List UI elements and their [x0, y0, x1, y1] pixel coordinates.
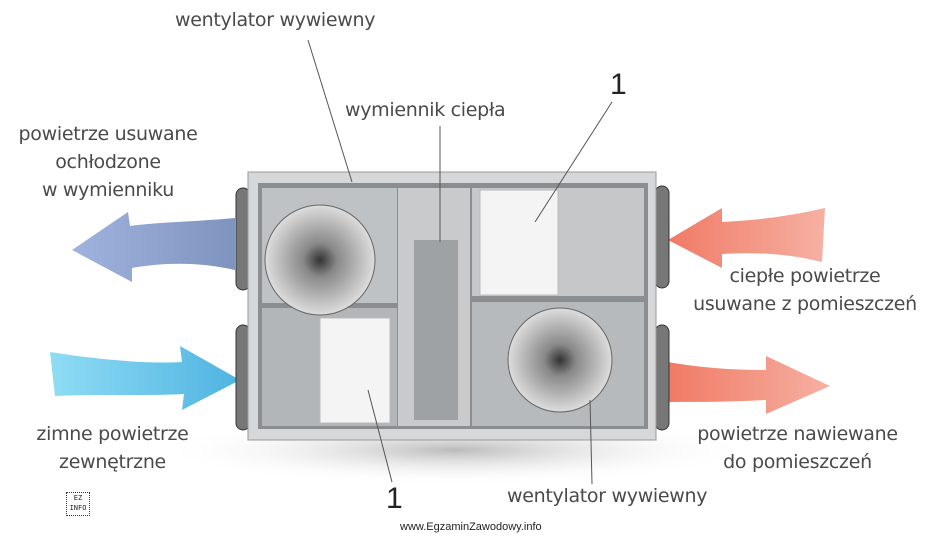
label-cold-in: zimne powietrze zewnętrzne — [15, 420, 210, 476]
filter-bottom — [319, 317, 391, 424]
label-line: usuwane z pomieszczeń — [693, 293, 917, 315]
label-warm-in: ciepłe powietrze usuwane z pomieszczeń — [680, 262, 930, 318]
fan-bottom — [507, 307, 613, 413]
label-line: do pomieszczeń — [723, 451, 872, 473]
ez-info-logo: EZ INFO — [66, 492, 90, 516]
label-fan-bottom: wentylator wywiewny — [507, 485, 708, 507]
filter-top — [479, 189, 559, 296]
label-number-top: 1 — [610, 68, 627, 101]
label-number-bottom: 1 — [386, 482, 403, 515]
label-exhaust-out: powietrze usuwane ochłodzone w wymiennik… — [8, 120, 208, 204]
label-line: powietrze nawiewane — [697, 423, 898, 445]
warm-air-arrow — [668, 208, 825, 268]
label-line: ciepłe powietrze — [729, 265, 881, 287]
label-line: zimne powietrze — [36, 423, 189, 445]
cold-air-arrow — [50, 346, 240, 410]
label-fan-top: wentylator wywiewny — [175, 9, 376, 31]
label-line: zewnętrzne — [59, 451, 166, 473]
exhaust-arrow — [72, 212, 235, 282]
label-line: ochłodzone — [55, 151, 161, 173]
supply-air-arrow — [668, 356, 830, 414]
watermark: www.EgzaminZawodowy.info — [400, 521, 542, 533]
label-supply-out: powietrze nawiewane do pomieszczeń — [685, 420, 910, 476]
label-heat-exchanger: wymiennik ciepła — [345, 99, 506, 121]
duct-collars — [235, 185, 670, 431]
fan-top — [264, 204, 376, 316]
label-line: w wymienniku — [41, 179, 175, 201]
leader-lines — [307, 39, 613, 485]
label-line: powietrze usuwane — [18, 123, 198, 145]
